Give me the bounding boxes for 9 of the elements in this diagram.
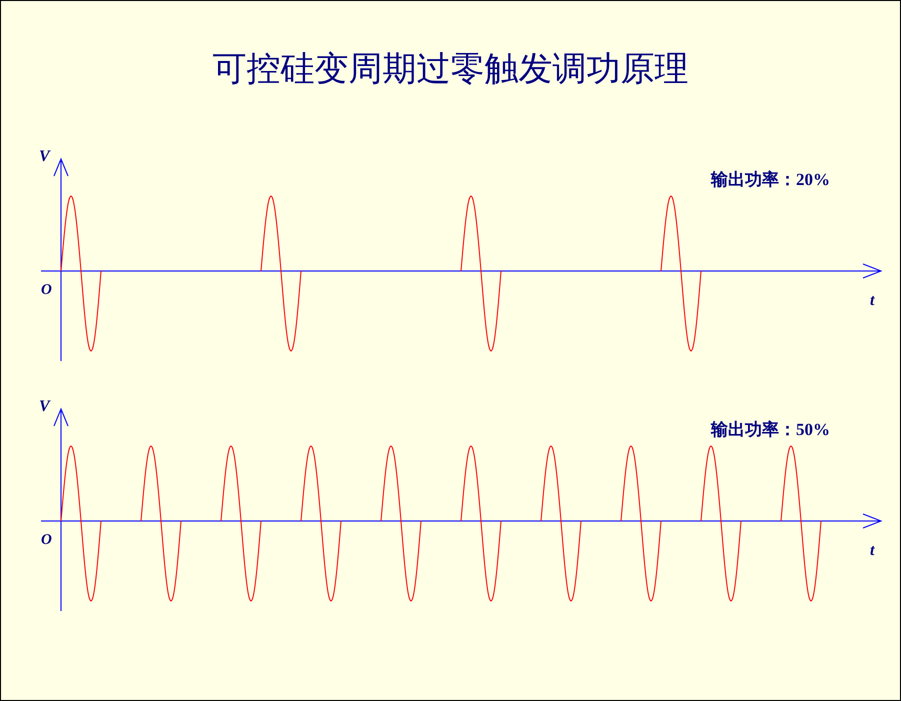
axis-label: V (39, 399, 50, 415)
origin-label: O (41, 283, 52, 298)
power-label: 输出功率：50% (711, 421, 830, 438)
diagram-title: 可控硅变周期过零触发调功原理 (212, 53, 690, 87)
axis-label: t (870, 543, 874, 559)
power-label: 输出功率：20% (711, 171, 830, 188)
axis-label: t (870, 293, 874, 309)
origin-label: O (41, 533, 52, 548)
axis-label: V (39, 149, 50, 165)
